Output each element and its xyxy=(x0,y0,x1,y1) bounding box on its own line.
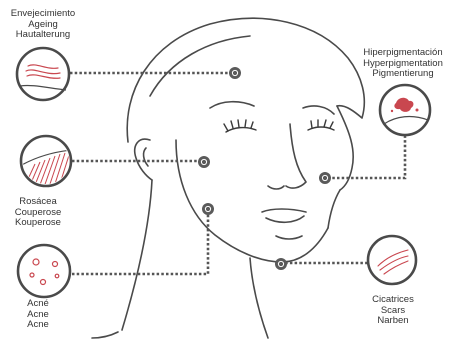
label-acne: Acné Acne Acne xyxy=(18,299,58,331)
label-rosacea: Rosácea Couperose Kouperose xyxy=(8,197,68,229)
ageing-label-de: Hautalterung xyxy=(0,30,86,41)
redness-skin-layer-icon xyxy=(20,136,75,190)
scars-label-de: Narben xyxy=(358,316,428,327)
marker-jaw xyxy=(202,203,214,215)
ageing-label-es: Envejecimiento xyxy=(0,9,86,20)
hyper-label-de: Pigmentierung xyxy=(353,69,453,80)
rosacea-label-de: Kouperose xyxy=(8,218,68,229)
marker-chin xyxy=(275,258,287,270)
label-ageing: Envejecimiento Ageing Hautalterung xyxy=(0,9,86,41)
acne-label-es: Acné xyxy=(18,299,58,310)
pigment-spot-icon xyxy=(380,85,430,135)
marker-cheek xyxy=(198,156,210,168)
hyper-label-es: Hiperpigmentación xyxy=(353,48,453,59)
eye-left-icon xyxy=(224,120,256,132)
wrinkle-lines-icon xyxy=(17,48,69,100)
scars-label-es: Cicatrices xyxy=(358,295,428,306)
acne-label-de: Acne xyxy=(18,320,58,331)
pimples-icon xyxy=(18,245,70,297)
marker-forehead xyxy=(229,67,241,79)
connector-lines xyxy=(70,73,405,274)
connector-hyper xyxy=(326,126,405,178)
scar-lines-icon xyxy=(368,236,416,284)
marker-right-cheek xyxy=(319,172,331,184)
label-scars: Cicatrices Scars Narben xyxy=(358,295,428,327)
label-hyperpigmentation: Hiperpigmentación Hyperpigmentation Pigm… xyxy=(353,48,453,80)
target-markers xyxy=(198,67,331,270)
rosacea-label-es: Rosácea xyxy=(8,197,68,208)
eye-right-icon xyxy=(308,120,334,130)
